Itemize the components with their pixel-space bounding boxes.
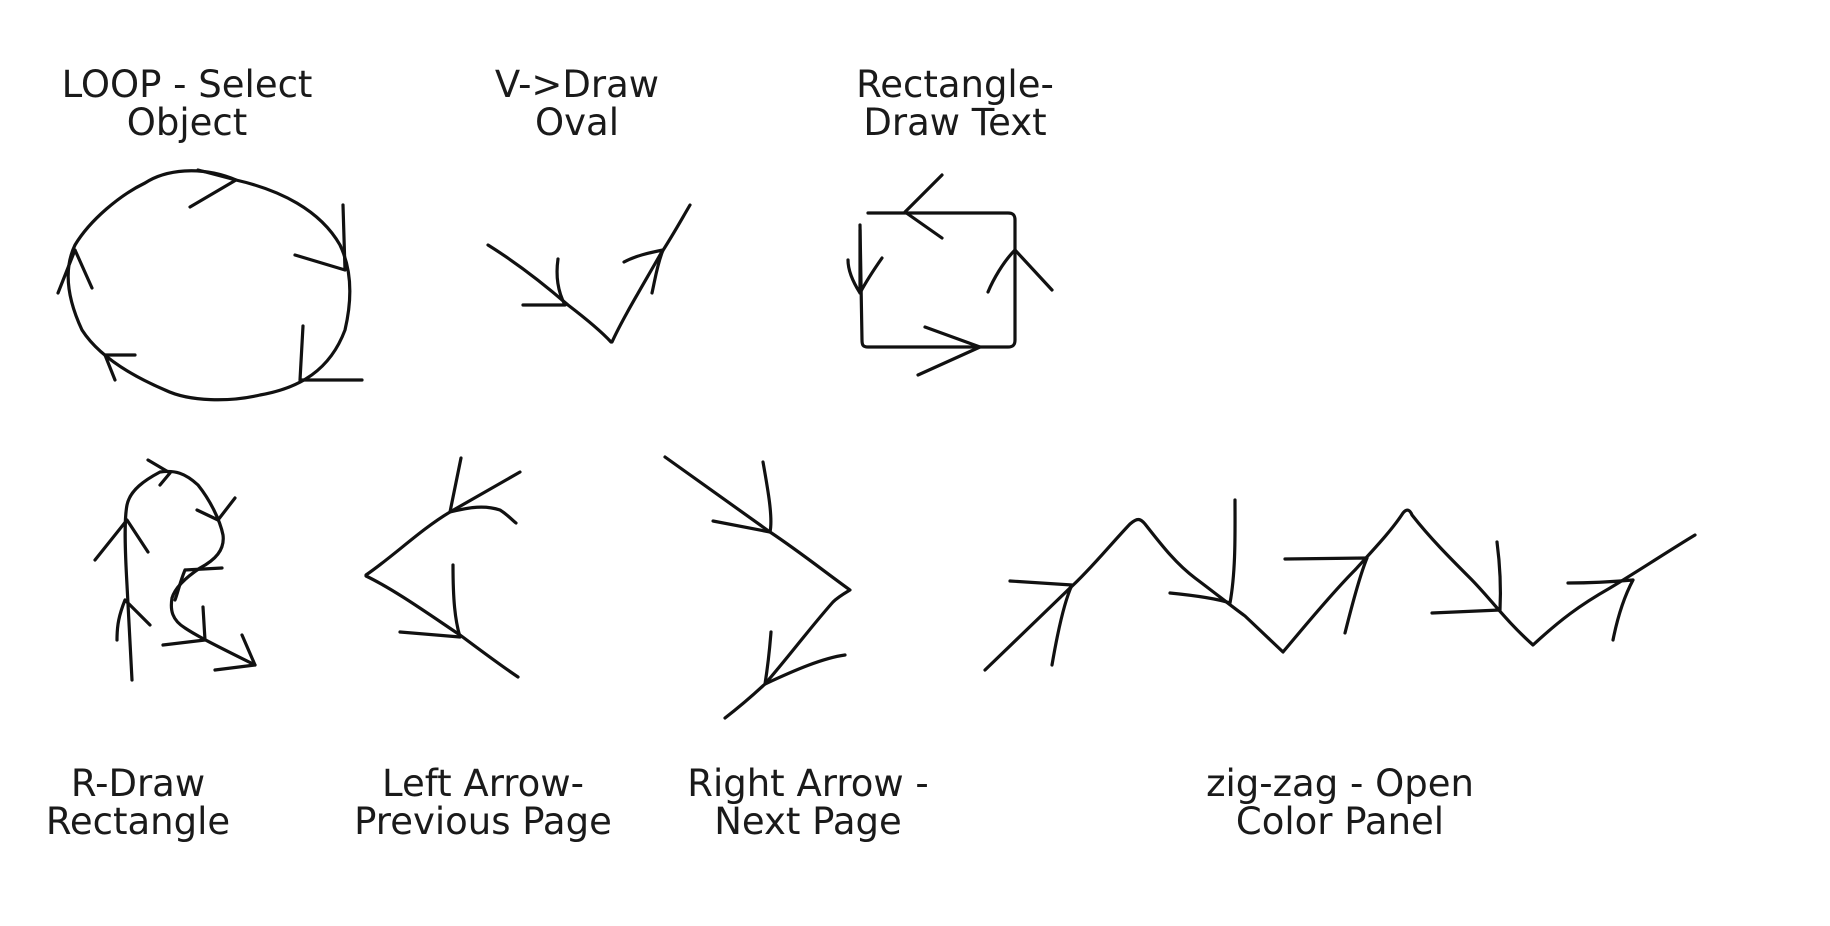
left-arrow-gesture-sketch [364, 456, 522, 679]
left-arrow-arrowhead-top [448, 456, 518, 525]
r-arrowhead-4 [173, 566, 224, 602]
left-arrow-label: Left Arrow- Previous Page [354, 765, 612, 841]
zig-zag-arrowhead-3 [1283, 556, 1369, 635]
right-arrow-label-line1: Right Arrow - [687, 762, 929, 805]
v-stroke [486, 203, 692, 344]
left-arrow-label-line2: Previous Page [354, 800, 612, 843]
rectangle-stroke [858, 211, 1017, 349]
zig-zag-arrowhead-1 [1008, 579, 1074, 667]
r-arrowhead-2 [146, 458, 172, 487]
right-arrow-arrowhead-bottom [763, 630, 847, 686]
zig-zag-gesture-sketch [983, 498, 1697, 672]
r-gesture-sketch [93, 458, 257, 682]
r-stroke [123, 469, 257, 682]
zig-zag-arrowhead-2 [1168, 498, 1237, 605]
zig-zag-label-line2: Color Panel [1235, 800, 1445, 843]
zig-zag-arrowhead-5 [1566, 578, 1635, 642]
r-label: R-Draw Rectangle [46, 765, 230, 841]
zig-zag-arrowhead-4 [1430, 540, 1502, 615]
rectangle-arrowhead-bottom [916, 325, 982, 377]
loop-arrowhead-left [56, 248, 94, 295]
loop-arrowhead-right [293, 203, 347, 272]
v-label-line2: Oval [535, 101, 619, 144]
v-gesture-sketch [486, 203, 692, 344]
loop-label-line2: Object [126, 101, 248, 144]
loop-gesture-sketch [56, 168, 364, 402]
rectangle-label: Rectangle- Draw Text [856, 66, 1054, 142]
zig-zag-label-line1: zig-zag - Open [1206, 762, 1474, 805]
v-label: V->Draw Oval [495, 66, 659, 142]
r-label-line2: Rectangle [45, 800, 231, 843]
r-arrowhead-6 [161, 605, 207, 647]
rectangle-arrowhead-top [903, 173, 944, 240]
loop-label: LOOP - Select Object [62, 66, 313, 142]
rectangle-arrowhead-left [846, 228, 884, 295]
v-arrowhead-left [521, 257, 567, 307]
r-label-line1: R-Draw [70, 762, 206, 805]
right-arrow-label-line2: Next Page [714, 800, 902, 843]
right-arrow-label: Right Arrow - Next Page [687, 765, 928, 841]
r-arrowhead-7 [213, 633, 257, 672]
r-arrowhead-5 [115, 598, 152, 642]
zig-zag-stroke [983, 508, 1697, 672]
rectangle-label-line1: Rectangle- [856, 63, 1054, 106]
left-arrow-arrowhead-bottom [398, 563, 462, 639]
loop-arrowhead-top [188, 168, 238, 209]
loop-arrowhead-bottom-left [103, 353, 137, 382]
left-arrow-stroke [364, 470, 522, 679]
right-arrow-gesture-sketch [663, 455, 852, 720]
right-arrow-stroke [663, 455, 852, 720]
v-label-line1: V->Draw [494, 63, 660, 106]
rectangle-arrowhead-right [986, 248, 1054, 294]
v-arrowhead-right [622, 248, 665, 295]
r-arrowhead-1 [93, 518, 150, 562]
loop-label-line1: LOOP - Select [61, 63, 313, 106]
left-arrow-label-line1: Left Arrow- [382, 762, 584, 805]
rectangle-gesture-sketch [846, 173, 1054, 377]
loop-arrowhead-bottom-right [298, 324, 364, 382]
right-arrow-arrowhead-top [711, 460, 773, 534]
r-arrowhead-3 [195, 496, 237, 522]
rectangle-label-line2: Draw Text [863, 101, 1047, 144]
zig-zag-label: zig-zag - Open Color Panel [1206, 765, 1474, 841]
